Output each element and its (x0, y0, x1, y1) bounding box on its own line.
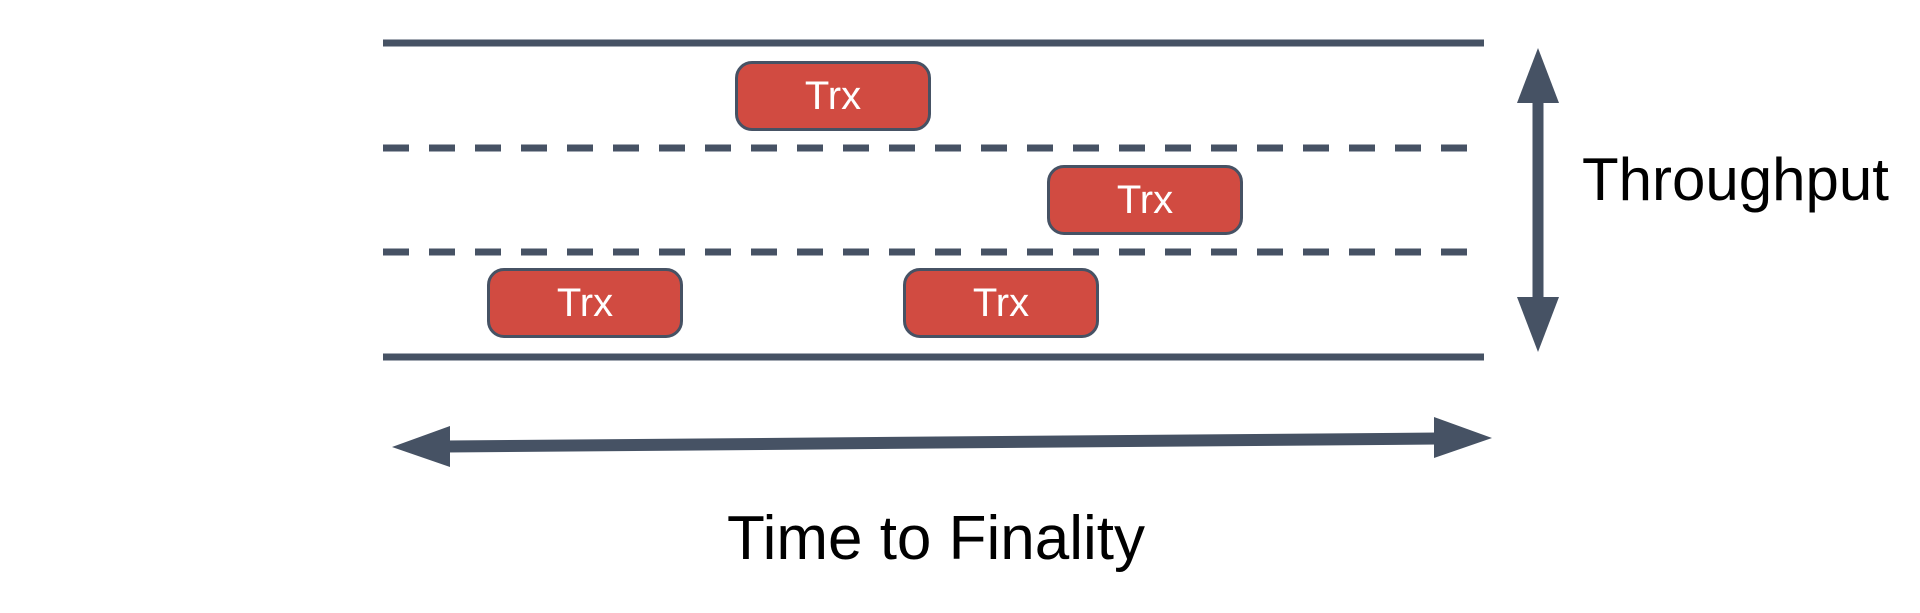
time-arrow-left-head-icon (392, 426, 450, 467)
trx-box-top-lane: Trx (735, 61, 931, 131)
throughput-arrow-up-head-icon (1517, 48, 1559, 103)
time-to-finality-double-arrow (392, 417, 1492, 467)
throughput-axis-label: Throughput (1582, 146, 1889, 213)
throughput-arrow-down-head-icon (1517, 297, 1559, 352)
throughput-double-arrow (1517, 48, 1559, 352)
trx-box-middle-lane: Trx (1047, 165, 1243, 235)
trx-box-bottom-lane-left: Trx (487, 268, 683, 338)
time-arrow-right-head-icon (1434, 417, 1492, 458)
trx-box-bottom-lane-right: Trx (903, 268, 1099, 338)
time-to-finality-axis-label: Time to Finality (726, 504, 1146, 573)
time-arrow-shaft (445, 432, 1439, 453)
